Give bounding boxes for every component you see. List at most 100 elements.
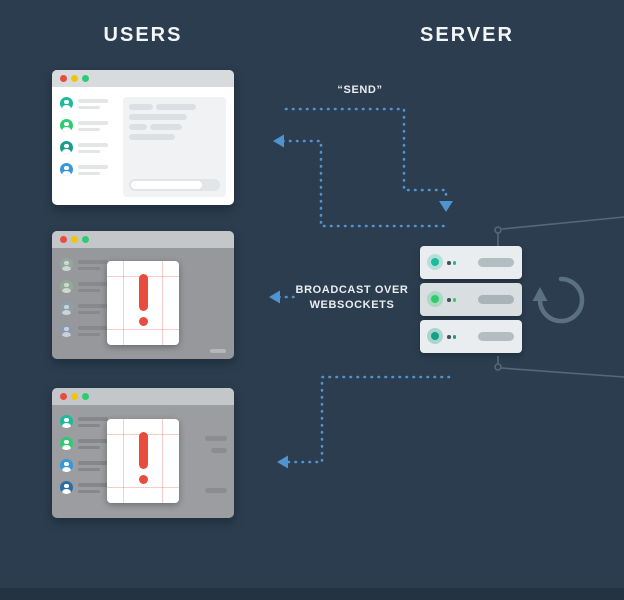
avatar-icon [60, 258, 73, 271]
led-core [431, 332, 439, 340]
window-watermark [210, 349, 226, 353]
broadcast-label: BROADCAST OVER WEBSOCKETS [291, 283, 413, 313]
chat-bubble [129, 114, 187, 120]
user-list [60, 97, 116, 197]
avatar-icon [60, 163, 73, 176]
avatar-icon [60, 97, 73, 110]
guide-line [123, 419, 124, 503]
broadcast-label-line1: BROADCAST OVER [295, 284, 409, 296]
text-placeholder [78, 302, 108, 315]
avatar-icon [60, 302, 73, 315]
led-core [431, 258, 439, 266]
text-placeholder [78, 163, 108, 176]
user-list [60, 415, 116, 510]
network-node-top [494, 226, 502, 234]
drive-slot [478, 332, 514, 341]
flow-broadcast-user3-path [284, 375, 451, 464]
guide-line [162, 261, 163, 345]
exclamation-icon [138, 432, 148, 469]
page-edge-strip [0, 588, 624, 600]
chat-bubble [129, 104, 153, 110]
browser-window-user-2 [52, 231, 234, 359]
traffic-light-zoom-icon [82, 75, 89, 82]
arrowhead-down-icon [439, 201, 453, 212]
arrowhead-left-icon [273, 134, 284, 148]
error-card [107, 419, 179, 503]
traffic-light-close-icon [60, 393, 67, 400]
led-indicator [427, 328, 443, 344]
browser-titlebar [52, 231, 234, 248]
chat-bubble [150, 124, 182, 130]
server-unit [420, 283, 522, 316]
led-core [431, 295, 439, 303]
users-heading: USERS [103, 24, 183, 46]
chat-bubble [129, 124, 147, 130]
user-row [60, 258, 116, 271]
server-heading: SERVER [420, 24, 514, 46]
avatar-icon [60, 415, 73, 428]
network-node-bottom [494, 363, 502, 371]
avatar-icon [60, 437, 73, 450]
avatar-icon [60, 481, 73, 494]
user-row [60, 459, 116, 472]
arrowhead-left-icon [277, 455, 288, 469]
text-placeholder [78, 119, 108, 132]
chat-bubble [129, 134, 175, 140]
browser-window-user-3 [52, 388, 234, 518]
refresh-icon [537, 276, 585, 324]
avatar-icon [60, 459, 73, 472]
text-placeholder [78, 141, 108, 154]
arrowhead-left-icon [269, 290, 280, 304]
user-row [60, 280, 116, 293]
text-placeholder [78, 280, 108, 293]
message-input-bar [129, 179, 220, 191]
status-dot [452, 261, 456, 265]
exclamation-icon [138, 274, 148, 311]
guide-line [107, 329, 179, 330]
led-indicator [427, 254, 443, 270]
led-indicator [427, 291, 443, 307]
user-row [60, 324, 116, 337]
text-placeholder [78, 415, 108, 428]
browser-content [52, 87, 234, 205]
user-row [60, 119, 116, 132]
browser-titlebar [52, 70, 234, 87]
text-placeholder [78, 97, 108, 110]
drive-slot [478, 295, 514, 304]
server-unit [420, 246, 522, 279]
chat-bubble [205, 488, 227, 493]
user-row [60, 481, 116, 494]
status-dot [447, 298, 451, 302]
status-dot [452, 298, 456, 302]
avatar-icon [60, 119, 73, 132]
avatar-icon [60, 324, 73, 337]
network-line-top [501, 216, 624, 230]
user-row [60, 163, 116, 176]
browser-content [52, 248, 234, 359]
guide-line [162, 419, 163, 503]
broadcast-label-line2: WEBSOCKETS [309, 299, 395, 311]
traffic-light-minimize-icon [71, 393, 78, 400]
text-placeholder [78, 437, 108, 450]
flow-send-path [284, 107, 448, 203]
server-unit [420, 320, 522, 353]
traffic-light-minimize-icon [71, 75, 78, 82]
browser-window-user-1 [52, 70, 234, 205]
user-list [60, 258, 116, 351]
drive-slot [478, 258, 514, 267]
text-placeholder [78, 324, 108, 337]
chat-bubble [211, 448, 227, 453]
exclamation-dot [138, 317, 148, 326]
text-placeholder [78, 481, 108, 494]
browser-titlebar [52, 388, 234, 405]
exclamation-dot [138, 475, 148, 484]
refresh-arrowhead-icon [532, 287, 548, 301]
user-row [60, 302, 116, 315]
network-line-bottom [500, 367, 624, 378]
server-rack [420, 246, 522, 357]
send-label: “SEND” [337, 84, 383, 96]
browser-content [52, 405, 234, 518]
traffic-light-zoom-icon [82, 236, 89, 243]
traffic-light-minimize-icon [71, 236, 78, 243]
